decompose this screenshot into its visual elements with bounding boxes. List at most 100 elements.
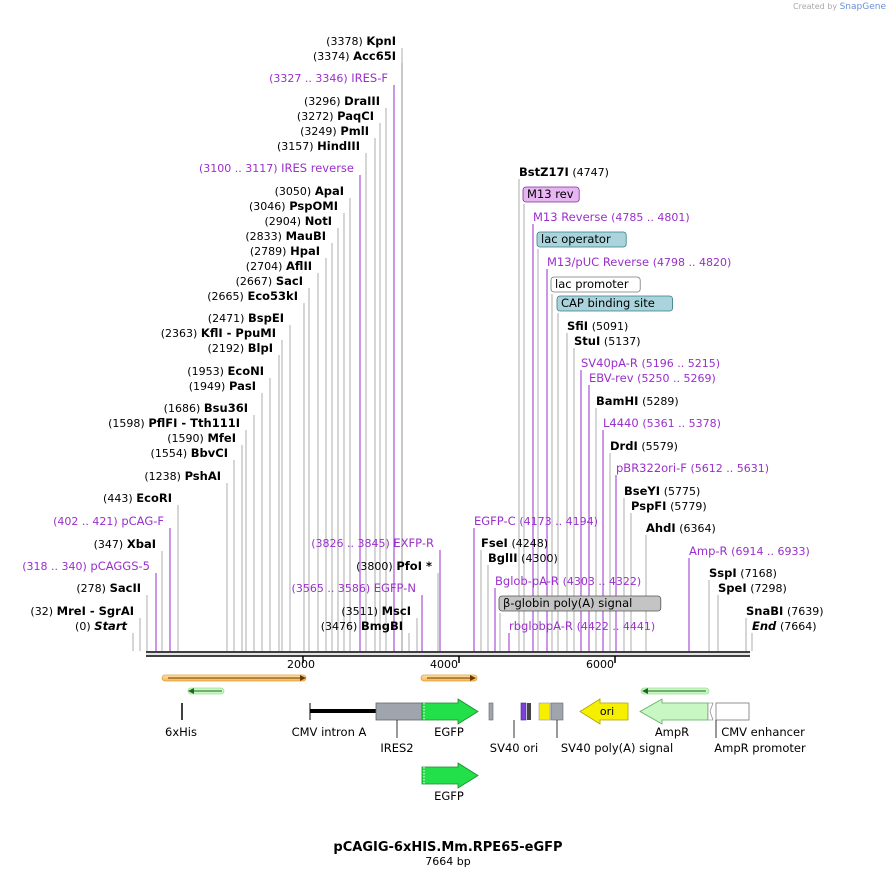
- enzyme-label-bamhi[interactable]: BamHI (5289): [596, 394, 679, 408]
- orf-arrowhead-4: [642, 688, 648, 694]
- name: SacI: [276, 274, 303, 288]
- enzyme-label-pfoi[interactable]: (3800) PfoI *: [356, 559, 432, 573]
- feature-label-ampr-promoter[interactable]: AmpR promoter: [714, 741, 806, 755]
- position: (5612 .. 5631): [691, 462, 770, 475]
- feature-label-ori[interactable]: ori: [600, 705, 614, 718]
- position: (3826 .. 3845): [311, 537, 390, 550]
- feature-yellow-block: [538, 702, 551, 721]
- name: SpeI: [718, 581, 747, 595]
- position: (1238): [144, 470, 181, 483]
- enzyme-label-spei[interactable]: SpeI (7298): [718, 581, 787, 595]
- enzyme-label-blpi[interactable]: (2192) BlpI: [208, 341, 273, 355]
- enzyme-label-pspfi[interactable]: PspFI (5779): [631, 499, 707, 513]
- feature-label-sv40-poly-a-signal[interactable]: SV40 poly(A) signal: [561, 741, 673, 755]
- feature-label-sv40-ori[interactable]: SV40 ori: [490, 741, 538, 755]
- feature-label-cmv-enhancer[interactable]: CMV enhancer: [721, 725, 805, 739]
- enzyme-label-noti[interactable]: (2904) NotI: [264, 214, 332, 228]
- feature-label-egfp[interactable]: EGFP: [434, 789, 464, 803]
- enzyme-label-fsei[interactable]: FseI (4248): [481, 536, 548, 550]
- name: MscI: [382, 604, 411, 618]
- feature-label-cmv-intron-a[interactable]: CMV intron A: [292, 725, 367, 739]
- enzyme-label-hindiii[interactable]: (3157) HindIII: [277, 139, 360, 153]
- name: BbvCI: [191, 446, 228, 460]
- primer-label-m13-reverse[interactable]: M13 Reverse (4785 .. 4801): [533, 210, 690, 224]
- feature-box-label-m13-rev[interactable]: M13 rev: [527, 187, 574, 201]
- name: AhdI: [646, 521, 676, 535]
- enzyme-label-stui[interactable]: StuI (5137): [574, 334, 640, 348]
- position: (402 .. 421): [53, 515, 118, 528]
- enzyme-label-bbvci[interactable]: (1554) BbvCI: [151, 446, 228, 460]
- enzyme-label-pasi[interactable]: (1949) PasI: [189, 379, 256, 393]
- feature-label-egfp[interactable]: EGFP: [434, 725, 464, 739]
- enzyme-label-aflii[interactable]: (2704) AflII: [246, 259, 312, 273]
- primer-label-m13-puc-reverse[interactable]: M13/pUC Reverse (4798 .. 4820): [547, 255, 731, 269]
- primer-label-ires-f[interactable]: (3327 .. 3346) IRES-F: [269, 71, 388, 85]
- name: EXFP-R: [393, 536, 434, 550]
- enzyme-label-bglii[interactable]: BglII (4300): [488, 551, 558, 565]
- feature-label-ires2[interactable]: IRES2: [380, 741, 413, 755]
- enzyme-label-pflfi-tth111i[interactable]: (1598) PflFI - Tth111I: [108, 416, 240, 430]
- enzyme-label-bstz17i[interactable]: BstZ17I (4747): [519, 165, 609, 179]
- enzyme-label-acc65i[interactable]: (3374) Acc65I: [313, 49, 396, 63]
- primer-label-pcag-f[interactable]: (402 .. 421) pCAG-F: [53, 514, 164, 528]
- primer-label-pcaggs-5[interactable]: (318 .. 340) pCAGGS-5: [22, 559, 150, 573]
- name: MfeI: [207, 431, 236, 445]
- enzyme-label-bseyi[interactable]: BseYI (5775): [624, 484, 700, 498]
- enzyme-label-pshai[interactable]: (1238) PshAI: [144, 469, 221, 483]
- enzyme-label-drdi[interactable]: DrdI (5579): [610, 439, 678, 453]
- enzyme-label-mfei[interactable]: (1590) MfeI: [167, 431, 236, 445]
- feature-box-label-lac-operator[interactable]: lac operator: [541, 232, 611, 246]
- enzyme-label-paqci[interactable]: (3272) PaqCI: [297, 109, 374, 123]
- feature-box-label-lac-promoter[interactable]: lac promoter: [555, 277, 629, 291]
- enzyme-label-saci[interactable]: (2667) SacI: [236, 274, 303, 288]
- position: (1949): [189, 380, 226, 393]
- primer-label-amp-r[interactable]: Amp-R (6914 .. 6933): [689, 544, 810, 558]
- enzyme-label-snabi[interactable]: SnaBI (7639): [746, 604, 824, 618]
- feature-label-ampr[interactable]: AmpR: [655, 725, 689, 739]
- tick-label-4000: 4000: [430, 658, 458, 671]
- enzyme-label-mrei-sgrai[interactable]: (32) MreI - SgrAI: [30, 604, 134, 618]
- primer-label-pbr322ori-f[interactable]: pBR322ori-F (5612 .. 5631): [616, 461, 769, 475]
- enzyme-label-start[interactable]: (0) Start: [75, 619, 127, 633]
- enzyme-label-maubi[interactable]: (2833) MauBI: [245, 229, 326, 243]
- enzyme-label-end[interactable]: End (7664): [752, 619, 817, 633]
- position: (3296): [304, 95, 341, 108]
- features: [181, 698, 750, 789]
- enzyme-label-sacii[interactable]: (278) SacII: [76, 581, 141, 595]
- enzyme-label-sfii[interactable]: SfiI (5091): [567, 319, 628, 333]
- primer-label-sv40pa-r[interactable]: SV40pA-R (5196 .. 5215): [581, 356, 720, 370]
- enzyme-label-bmgbi[interactable]: (3476) BmgBI: [321, 619, 403, 633]
- enzyme-label-sspi[interactable]: SspI (7168): [709, 566, 777, 580]
- primer-label-bglob-pa-r[interactable]: Bglob-pA-R (4303 .. 4322): [495, 574, 641, 588]
- enzyme-label-ecori[interactable]: (443) EcoRI: [103, 491, 172, 505]
- name: L4440: [603, 416, 639, 430]
- enzyme-label-bsu36i[interactable]: (1686) Bsu36I: [164, 401, 248, 415]
- primer-label-ebv-rev[interactable]: EBV-rev (5250 .. 5269): [589, 371, 716, 385]
- enzyme-label-draiii[interactable]: (3296) DraIII: [304, 94, 380, 108]
- feature-box-label-globin-poly-a-signal[interactable]: β-globin poly(A) signal: [503, 596, 632, 610]
- enzyme-label-kfli-ppumi[interactable]: (2363) KflI - PpuMI: [161, 326, 276, 340]
- primer-label-l4440[interactable]: L4440 (5361 .. 5378): [603, 416, 721, 430]
- feature-label-6xhis[interactable]: 6xHis: [165, 725, 197, 739]
- name: pCAGGS-5: [90, 559, 150, 573]
- enzyme-label-xbai[interactable]: (347) XbaI: [94, 537, 156, 551]
- position: (7639): [787, 605, 824, 618]
- position: (3374): [313, 50, 350, 63]
- enzyme-label-kpni[interactable]: (3378) KpnI: [326, 34, 396, 48]
- enzyme-label-econi[interactable]: (1953) EcoNI: [187, 364, 264, 378]
- primer-label-egfp-c[interactable]: EGFP-C (4173 .. 4194): [474, 514, 598, 528]
- primer-label-exfp-r[interactable]: (3826 .. 3845) EXFP-R: [311, 536, 434, 550]
- enzyme-label-pspomi[interactable]: (3046) PspOMI: [249, 199, 338, 213]
- enzyme-label-hpai[interactable]: (2789) HpaI: [250, 244, 320, 258]
- enzyme-label-ahdi[interactable]: AhdI (6364): [646, 521, 716, 535]
- enzyme-label-apai[interactable]: (3050) ApaI: [275, 184, 344, 198]
- primer-label-egfp-n[interactable]: (3565 .. 3586) EGFP-N: [292, 581, 416, 595]
- enzyme-label-msci[interactable]: (3511) MscI: [341, 604, 411, 618]
- feature-box-label-cap-binding-site[interactable]: CAP binding site: [561, 296, 655, 310]
- enzyme-label-bspei[interactable]: (2471) BspEI: [208, 311, 284, 325]
- enzyme-label-eco53ki[interactable]: (2665) Eco53kI: [207, 289, 298, 303]
- enzyme-label-pmli[interactable]: (3249) PmlI: [300, 124, 369, 138]
- primer-label-rbglobpa-r[interactable]: rbglobpA-R (4422 .. 4441): [509, 619, 655, 633]
- primer-label-ires-reverse[interactable]: (3100 .. 3117) IRES reverse: [199, 161, 354, 175]
